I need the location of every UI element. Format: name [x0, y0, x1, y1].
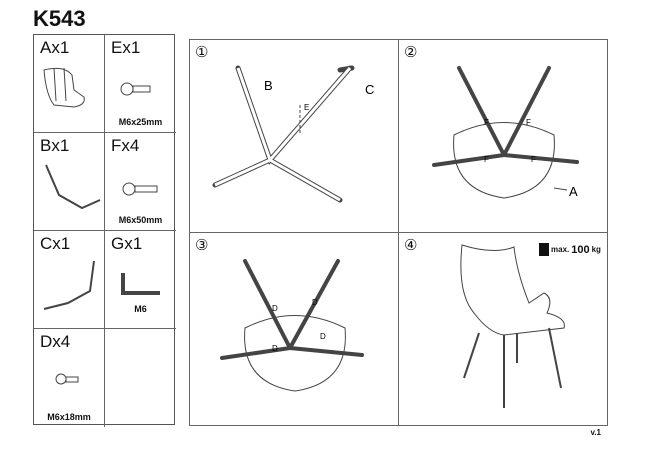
- part-size: M6x25mm: [118, 117, 163, 127]
- part-g: Gx1 M6: [105, 231, 176, 329]
- product-code: K543: [33, 6, 86, 31]
- assembly-steps: ① B C E ② F F F F A ③ D D D: [189, 39, 608, 426]
- step-4: ④ max. 100 kg: [399, 233, 608, 426]
- step-3: ③ D D D D: [190, 233, 399, 426]
- frame-assembly-diagram: B C E: [212, 65, 374, 203]
- part-d: Dx4 M6x18mm: [34, 329, 105, 427]
- step-1: ① B C E: [190, 40, 399, 233]
- part-label: Bx1: [40, 136, 70, 155]
- svg-text:F: F: [484, 155, 489, 164]
- leg-frame-icon: [43, 260, 95, 310]
- part-e: Ex1 M6x25mm: [105, 35, 176, 133]
- svg-text:D: D: [320, 332, 326, 341]
- part-label: Cx1: [40, 234, 71, 253]
- label-e: E: [304, 103, 309, 112]
- part-f: Fx4 M6x50mm: [105, 133, 176, 231]
- step-number: ②: [404, 43, 418, 61]
- empty-cell: [105, 329, 176, 427]
- label-b: B: [264, 78, 273, 93]
- max-weight: max. 100 kg: [539, 243, 601, 256]
- part-label: Ax1: [40, 38, 70, 57]
- step-number: ③: [195, 236, 209, 254]
- part-label: Ex1: [111, 38, 141, 57]
- part-size: M6x18mm: [47, 412, 91, 422]
- label-c: C: [365, 82, 374, 97]
- seat-attach-diagram: F F F F A: [432, 66, 579, 199]
- weight-icon: [539, 243, 549, 256]
- part-label: Gx1: [111, 234, 143, 253]
- part-label: Fx4: [111, 136, 140, 155]
- part-label: Dx4: [40, 332, 71, 351]
- screw-icon: [120, 82, 151, 96]
- part-b: Bx1: [34, 133, 105, 231]
- svg-text:D: D: [272, 304, 278, 313]
- screw-icon: [55, 373, 79, 385]
- svg-text:D: D: [312, 298, 318, 307]
- parts-list: Ax1 Ex1 M6x25mm Bx1 Fx4 M6x50mm Cx1 Gx1 …: [33, 34, 176, 427]
- screw-fix-diagram: D D D D: [220, 259, 364, 392]
- step-2: ② F F F F A: [399, 40, 608, 233]
- screw-icon: [122, 182, 158, 196]
- version-label: v.1: [590, 428, 601, 437]
- svg-text:F: F: [484, 118, 489, 127]
- svg-text:F: F: [526, 118, 531, 127]
- step-number: ④: [404, 236, 418, 254]
- part-a: Ax1: [34, 35, 105, 133]
- finished-chair-diagram: [460, 244, 565, 408]
- svg-text:F: F: [531, 155, 536, 164]
- part-size: M6x50mm: [118, 215, 163, 225]
- part-c: Cx1: [34, 231, 105, 329]
- allen-key-icon: [121, 273, 160, 295]
- svg-text:D: D: [272, 344, 278, 353]
- seat-icon: [43, 67, 85, 108]
- step-number: ①: [195, 43, 209, 61]
- part-size: M6: [134, 304, 147, 314]
- leg-frame-icon: [45, 164, 101, 210]
- label-a: A: [569, 184, 578, 199]
